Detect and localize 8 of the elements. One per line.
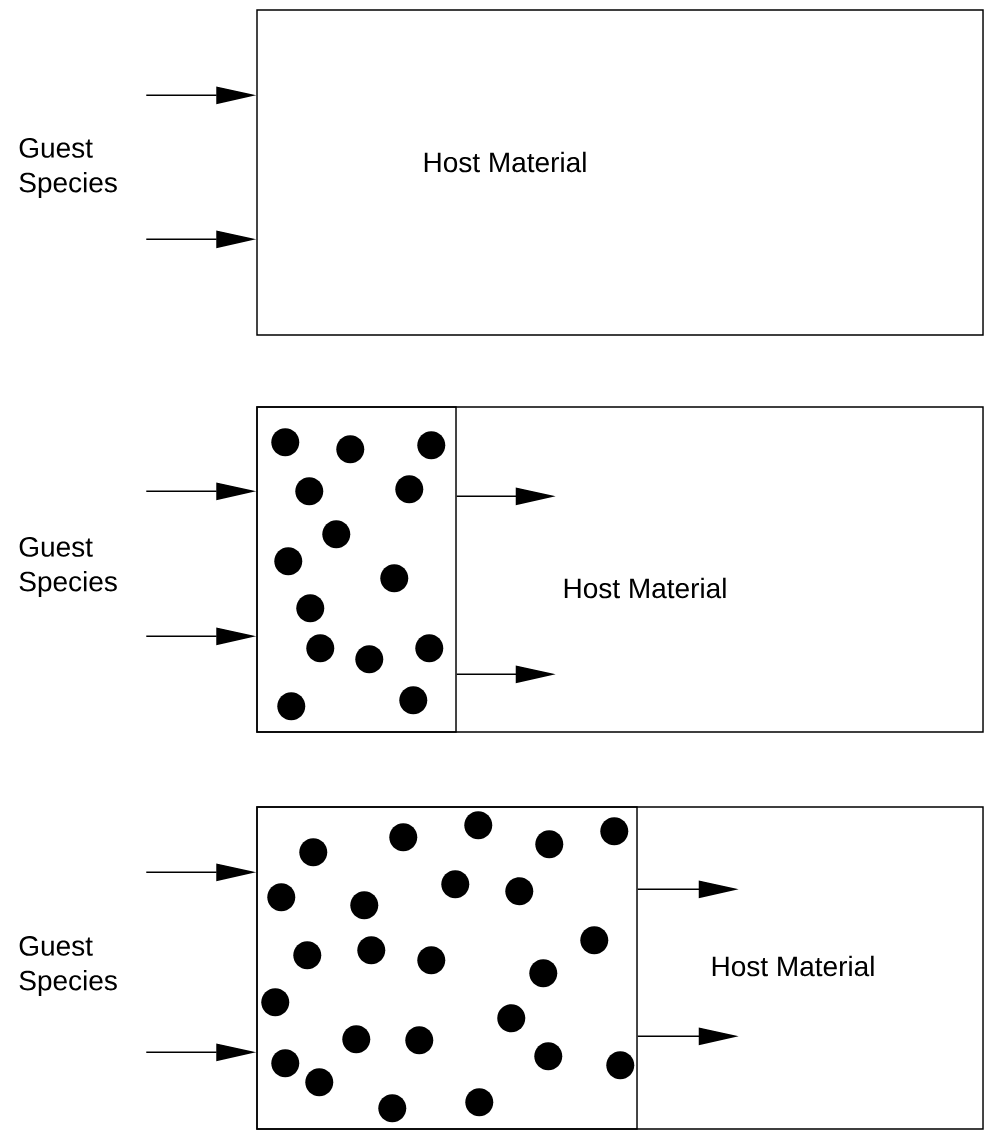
guest-species-label: Guest Species (19, 537, 117, 597)
host-box: Host Material (256, 406, 984, 733)
host-box: Host Material (256, 806, 984, 1130)
guest-species-label: Guest Species (19, 138, 117, 198)
particle-region (256, 806, 638, 1130)
particle-region (256, 406, 457, 733)
guest-species-label: Guest Species (19, 936, 117, 997)
host-box: Host Material (256, 9, 984, 336)
